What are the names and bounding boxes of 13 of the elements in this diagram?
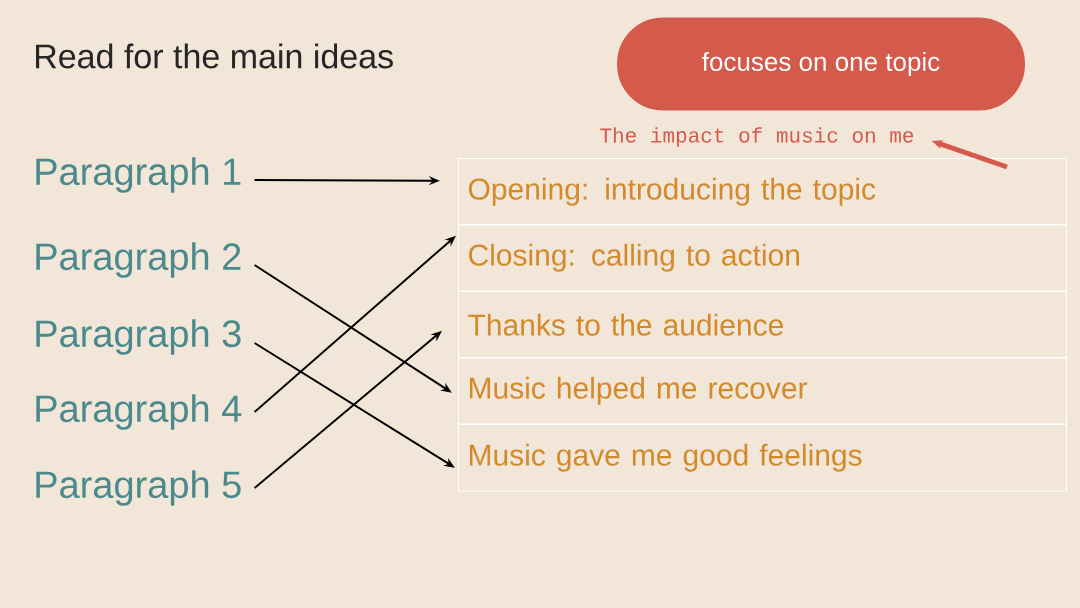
pill-button: focuses on one topic <box>617 17 1025 111</box>
title: Read for the main ideas <box>36 43 393 69</box>
idea-row: Music gave me good feelings <box>458 424 1067 492</box>
idea-row: Thanks to the audience <box>458 291 1067 359</box>
paragraph-label: Paragraph 3 <box>36 319 241 355</box>
idea-row: Music helped me recover <box>458 357 1067 425</box>
idea-row: Closing: calling to action <box>458 224 1067 292</box>
paragraph-label: Paragraph 2 <box>36 242 241 278</box>
paragraph-label: Paragraph 4 <box>36 394 242 430</box>
paragraph-label: Paragraph 5 <box>36 470 241 506</box>
idea-row: Opening: introducing the topic <box>458 158 1067 226</box>
topic-text: The impact of music on me <box>600 127 914 147</box>
paragraph-label: Paragraph 1 <box>36 157 241 193</box>
